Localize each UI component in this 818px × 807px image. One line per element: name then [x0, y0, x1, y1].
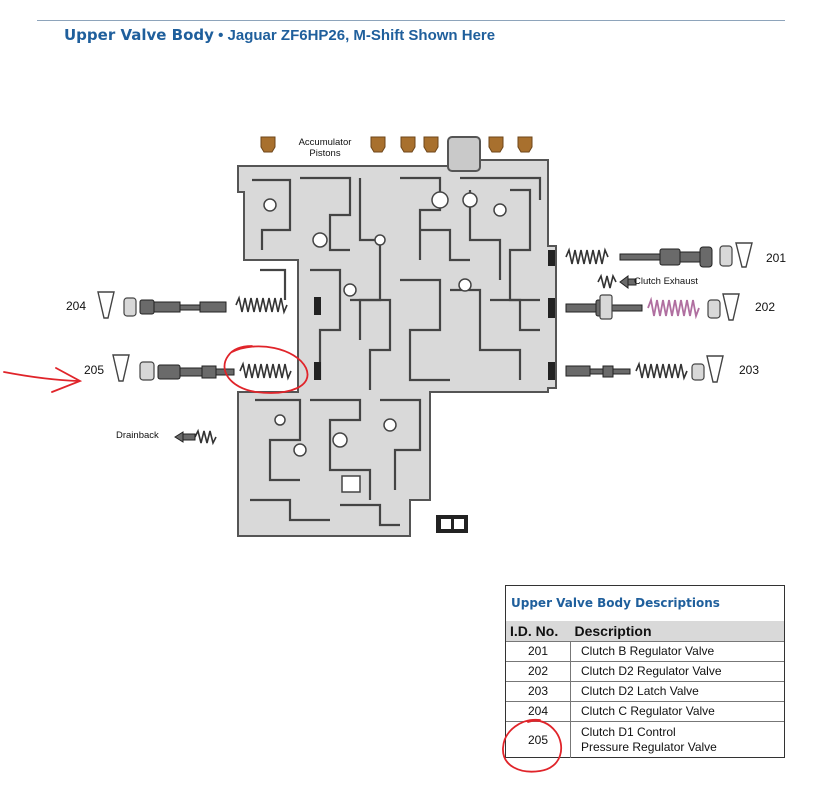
spring-203	[635, 361, 688, 381]
spring-204	[235, 295, 288, 315]
descriptions-table: I.D. No. Description 201 Clutch B Regula…	[506, 621, 784, 758]
callout-204: 204	[66, 299, 87, 313]
plate-square-port	[341, 475, 361, 493]
clutch-exhaust-label: Clutch Exhaust	[634, 276, 698, 287]
row-id: 201	[506, 641, 571, 662]
row-id: 205	[506, 721, 571, 758]
accumulator-label: Accumulator Pistons	[298, 137, 352, 159]
spool-drainback	[174, 431, 196, 443]
row-description: Clutch C Regulator Valve	[570, 701, 784, 722]
spring-202	[647, 296, 700, 320]
spool-201	[619, 246, 713, 268]
spool-205	[157, 364, 235, 380]
end-plugs	[123, 245, 733, 381]
valve-bores	[314, 250, 555, 380]
table-row: 203 Clutch D2 Latch Valve	[506, 681, 784, 702]
spring-clutch-exhaust	[597, 273, 617, 289]
fluid-passages	[250, 176, 542, 527]
row-description: Clutch B Regulator Valve	[570, 641, 784, 662]
row-id: 203	[506, 681, 571, 702]
spool-203	[565, 365, 631, 378]
callout-201: 201	[766, 251, 787, 265]
descriptions-title: Upper Valve Body Descriptions	[511, 596, 720, 610]
spring-201	[565, 247, 609, 265]
table-row: 201 Clutch B Regulator Valve	[506, 641, 784, 662]
row-id: 204	[506, 701, 571, 722]
accumulator-cover	[447, 136, 481, 172]
row-description: Clutch D2 Regulator Valve	[570, 661, 784, 682]
spring-drainback	[194, 428, 217, 446]
title-separator: •	[218, 27, 224, 44]
table-header-row: I.D. No. Description	[506, 621, 784, 642]
callout-205: 205	[84, 363, 105, 377]
accumulator-pistons	[260, 136, 533, 153]
callout-202: 202	[755, 300, 776, 314]
descriptions-panel: Upper Valve Body Descriptions I.D. No. D…	[505, 585, 785, 758]
column-header-id: I.D. No.	[506, 621, 571, 642]
title-bold: Upper Valve Body	[64, 26, 214, 44]
spool-204	[139, 299, 227, 315]
table-row: 204 Clutch C Regulator Valve	[506, 701, 784, 722]
plate-holes	[263, 191, 507, 457]
retaining-clips	[97, 242, 753, 383]
drainback-label: Drainback	[116, 430, 159, 441]
row-description: Clutch D2 Latch Valve	[570, 681, 784, 702]
callout-203: 203	[739, 363, 760, 377]
header-rule	[37, 20, 785, 21]
spool-clutch-exhaust	[619, 275, 637, 289]
spring-205	[239, 361, 292, 381]
table-row: 202 Clutch D2 Regulator Valve	[506, 661, 784, 682]
column-header-description: Description	[570, 621, 784, 642]
row-id: 202	[506, 661, 571, 682]
page-title: Upper Valve Body • Jaguar ZF6HP26, M-Shi…	[64, 26, 495, 44]
row-description: Clutch D1 Control Pressure Regulator Val…	[570, 721, 784, 758]
table-row: 205 Clutch D1 Control Pressure Regulator…	[506, 721, 784, 758]
valve-body-plate	[237, 141, 557, 537]
title-rest: Jaguar ZF6HP26, M-Shift Shown Here	[227, 27, 496, 44]
